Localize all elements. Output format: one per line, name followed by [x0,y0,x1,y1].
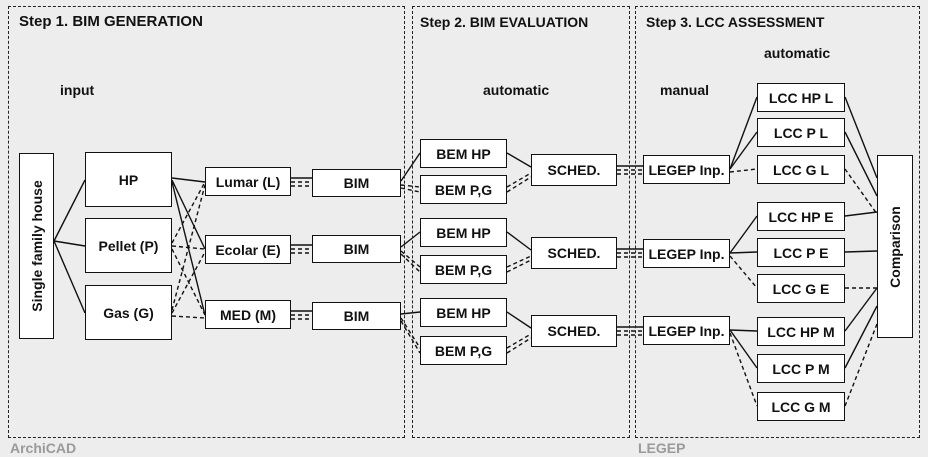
step3-title: Step 3. LCC ASSESSMENT [646,14,825,30]
dashed-connector [171,251,206,314]
lcc-g-l-node: LCC G L [757,155,845,184]
bim-node-l: BIM [312,169,401,197]
system-hp-node: HP [85,152,172,207]
solid-connector [729,251,758,254]
manual-label: manual [660,82,710,98]
system-gas-node: Gas (G) [85,285,172,340]
envelope-med-node: MED (M) [205,300,291,329]
legep-input-node-e: LEGEP Inp. [643,239,730,268]
bem-pg-node-l: BEM P,G [420,175,507,204]
legep-label: LEGEP [638,440,686,456]
solid-connector [729,329,758,369]
dashed-connector [729,168,758,173]
system-pellet-node: Pellet (P) [85,218,172,273]
solid-connector [844,131,878,197]
dashed-connector [506,333,532,349]
bem-hp-node-m: BEM HP [420,298,507,327]
sched-node-l: SCHED. [531,154,617,186]
comparison-node: Comparison [877,155,913,338]
legep-input-node-m: LEGEP Inp. [643,316,730,345]
lcc-hp-l-node: LCC HP L [757,83,845,112]
input-label: input [60,82,95,98]
lcc-g-e-node: LCC G E [757,274,845,303]
solid-connector [844,250,878,253]
bem-hp-node-e: BEM HP [420,218,507,247]
dashed-connector [506,259,532,273]
envelope-ecolar-node: Ecolar (E) [205,235,291,264]
dashed-connector [506,255,532,268]
solid-connector [729,131,758,170]
archicad-label: ArchiCAD [10,440,77,456]
sched-node-m: SCHED. [531,315,617,347]
automatic-lcc-label: automatic [764,45,831,61]
step3-panel [635,6,920,438]
solid-connector [729,329,758,332]
lcc-p-l-node: LCC P L [757,118,845,147]
lcc-hp-m-node: LCC HP M [757,317,845,346]
dashed-connector [844,168,878,215]
solid-connector [844,96,878,179]
automatic-eval-label: automatic [483,82,550,98]
dashed-connector [506,172,532,188]
solid-connector [53,240,86,314]
single-family-house-label: Single family house [28,180,45,312]
bim-node-e: BIM [312,235,401,263]
dashed-connector [400,320,421,354]
solid-connector [729,215,758,254]
dashed-connector [171,315,206,319]
solid-connector [506,311,532,329]
sched-node-e: SCHED. [531,237,617,269]
lcc-hp-e-node: LCC HP E [757,202,845,231]
solid-connector [844,211,878,217]
lcc-p-e-node: LCC P E [757,238,845,267]
solid-connector [844,287,878,332]
bem-hp-node-l: BEM HP [420,139,507,168]
dashed-connector [400,253,421,273]
bim-node-m: BIM [312,302,401,330]
lcc-p-m-node: LCC P M [757,354,845,383]
solid-connector [53,240,86,247]
lcc-g-m-node: LCC G M [757,392,845,421]
step1-panel [8,6,405,438]
bem-pg-node-e: BEM P,G [420,255,507,284]
solid-connector [729,96,758,170]
solid-connector [171,179,206,250]
bem-pg-node-m: BEM P,G [420,336,507,365]
dashed-connector [506,337,532,354]
comparison-label: Comparison [887,205,903,288]
solid-connector [506,231,532,251]
step2-panel [412,6,630,438]
solid-connector [506,152,532,168]
step1-title: Step 1. BIM GENERATION [19,13,203,30]
envelope-lumar-node: Lumar (L) [205,167,291,196]
step2-title: Step 2. BIM EVALUATION [420,14,589,30]
legep-input-node-l: LEGEP Inp. [643,155,730,184]
dashed-connector [506,176,532,193]
dashed-connector [171,181,206,244]
dashed-connector [400,317,421,349]
solid-connector [53,179,86,242]
dashed-connector [844,323,878,407]
dashed-connector [171,184,206,311]
single-family-house-node: Single family house [19,153,54,339]
solid-connector [171,177,206,183]
dashed-connector [729,332,758,407]
solid-connector [844,305,878,369]
